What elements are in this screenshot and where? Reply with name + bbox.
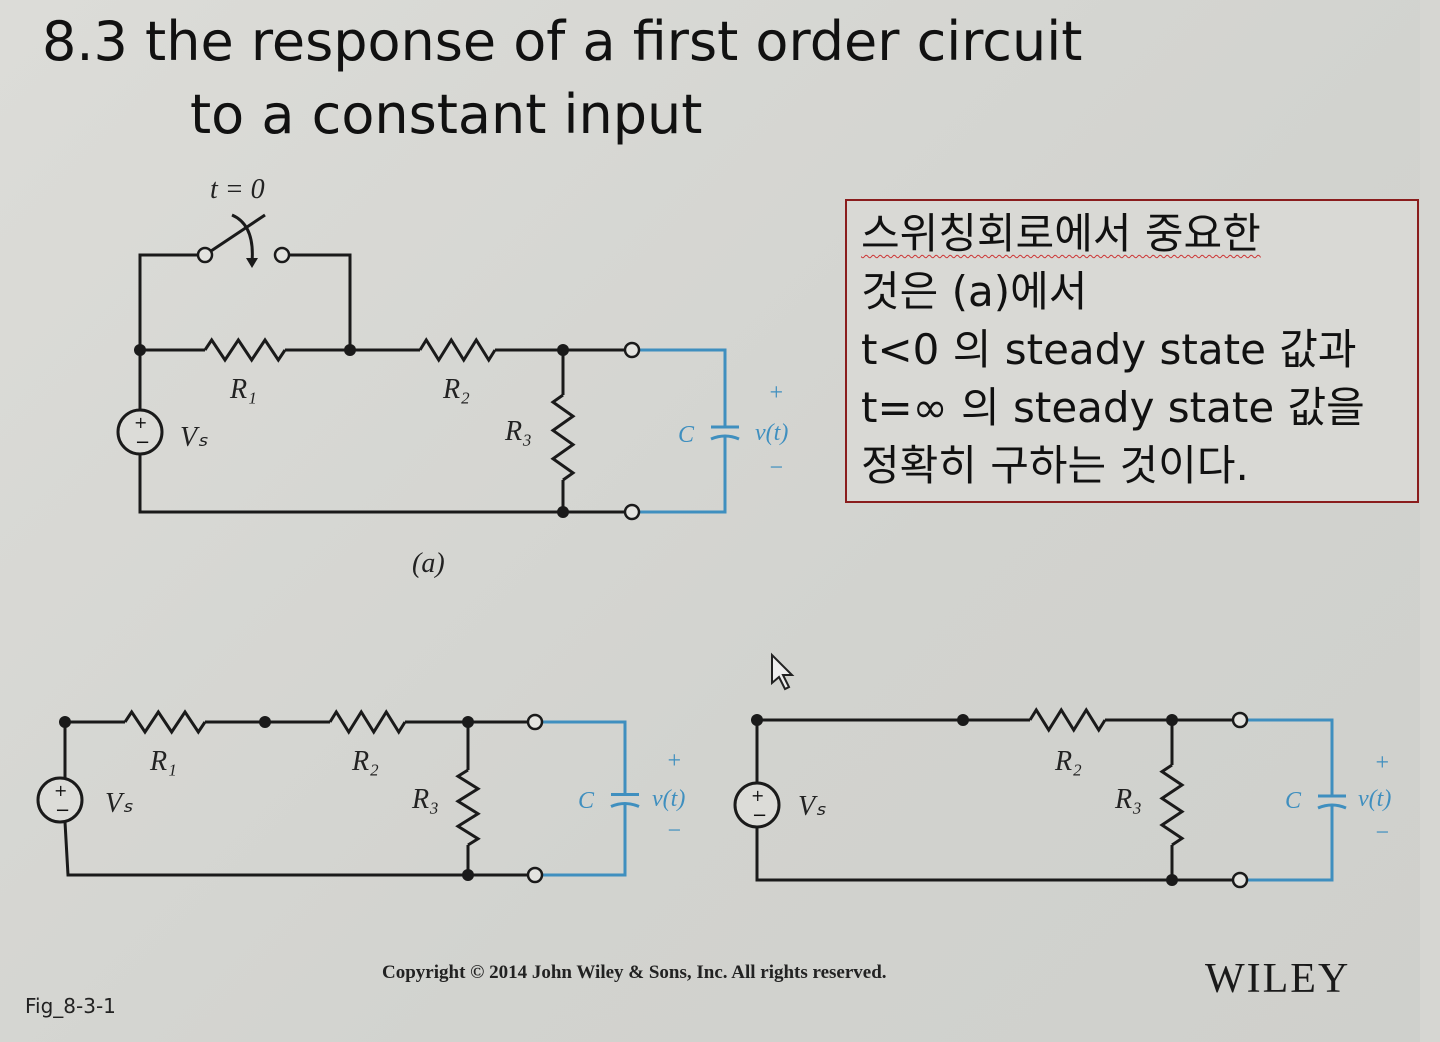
plus-label: + <box>666 748 682 774</box>
voltage-source-icon <box>116 408 164 456</box>
note-line: 것은 (a)에서 <box>861 267 1088 316</box>
plus-sign: + <box>751 786 764 805</box>
wiley-logo: WILEY <box>1205 956 1351 1002</box>
note-line: 스위칭회로에서 중요한 <box>861 209 1261 258</box>
v-label: v(t) <box>652 786 685 812</box>
wire <box>288 253 352 350</box>
wire <box>138 253 198 410</box>
junction-node <box>1166 714 1178 726</box>
minus-sign: − <box>135 432 150 453</box>
resistor <box>1028 707 1107 733</box>
junction-node <box>557 344 569 356</box>
r1-label: R₁ <box>149 746 177 777</box>
switch-arrowhead <box>246 258 258 268</box>
resistor <box>1159 763 1185 847</box>
v-label: v(t) <box>1358 786 1391 812</box>
r3-label: R₃ <box>504 416 532 447</box>
resistor <box>418 337 497 363</box>
minus-label: − <box>768 455 784 481</box>
minus-label: − <box>1374 820 1390 846</box>
capacitor-plate <box>1317 803 1347 810</box>
resistor <box>455 768 481 847</box>
terminal <box>1231 711 1249 729</box>
resistor <box>550 393 576 482</box>
terminal <box>526 866 544 884</box>
terminal <box>196 246 214 264</box>
junction-node <box>344 344 356 356</box>
wire <box>542 804 627 877</box>
vs-label: Vₛ <box>798 791 826 822</box>
capacitor-plate <box>610 802 640 808</box>
r2-label: R₂ <box>351 746 379 777</box>
minus-label: − <box>666 818 682 844</box>
vs-label: Vₛ <box>105 788 133 819</box>
plus-sign: + <box>54 781 67 800</box>
wire <box>639 348 727 427</box>
plus-label: + <box>768 380 784 406</box>
minus-sign: − <box>55 800 70 821</box>
copyright: Copyright © 2014 John Wiley & Sons, Inc.… <box>382 962 887 983</box>
c-label: C <box>578 788 595 814</box>
r2-label: R₂ <box>1054 746 1082 777</box>
caption-a: (a) <box>412 548 445 579</box>
switch-label: t = 0 <box>210 174 265 205</box>
switch-arrow <box>231 213 254 263</box>
junction-node <box>957 714 969 726</box>
figure-id: Fig_8-3-1 <box>25 994 116 1018</box>
voltage-source-icon <box>733 781 781 829</box>
junction-node <box>134 344 146 356</box>
mouse-cursor-icon <box>771 652 795 691</box>
terminal <box>526 713 544 731</box>
voltage-source-icon <box>36 776 84 824</box>
note-box: 스위칭회로에서 중요한 것은 (a)에서 t<0 의 steady state … <box>845 199 1419 503</box>
junction-node <box>59 716 71 728</box>
terminal <box>623 503 641 521</box>
junction-node <box>462 869 474 881</box>
wire <box>639 437 727 514</box>
wire <box>63 821 528 877</box>
wire <box>1247 718 1334 796</box>
note-line: 정확히 구하는 것이다. <box>861 441 1249 490</box>
terminal <box>623 341 641 359</box>
note-line: t<0 의 steady state 값과 <box>861 325 1357 374</box>
note-line: t=∞ 의 steady state 값을 <box>861 383 1365 432</box>
junction-node <box>751 714 763 726</box>
r3-label: R₃ <box>411 784 439 815</box>
junction-node <box>1166 874 1178 886</box>
r1-label: R₁ <box>229 374 257 405</box>
v-label: v(t) <box>755 420 788 446</box>
resistor <box>123 709 207 735</box>
minus-sign: − <box>752 805 767 826</box>
slide-title: 8.3 the response of a first order circui… <box>42 10 1083 73</box>
junction-node <box>557 506 569 518</box>
resistor <box>328 709 407 735</box>
wire <box>755 827 1233 882</box>
terminal <box>273 246 291 264</box>
terminal <box>1231 871 1249 889</box>
switch-blade <box>204 213 266 257</box>
junction-node <box>462 716 474 728</box>
capacitor-plate <box>710 434 740 441</box>
c-label: C <box>678 422 695 448</box>
junction-node <box>259 716 271 728</box>
r3-label: R₃ <box>1114 784 1142 815</box>
slide-subtitle: to a constant input <box>190 83 703 146</box>
c-label: C <box>1285 788 1302 814</box>
wire <box>542 720 627 795</box>
wire <box>138 454 625 514</box>
r2-label: R₂ <box>442 374 470 405</box>
plus-label: + <box>1374 750 1390 776</box>
plus-sign: + <box>134 413 147 432</box>
resistor <box>203 337 287 363</box>
vs-label: Vₛ <box>180 422 208 453</box>
wire <box>1247 806 1334 882</box>
